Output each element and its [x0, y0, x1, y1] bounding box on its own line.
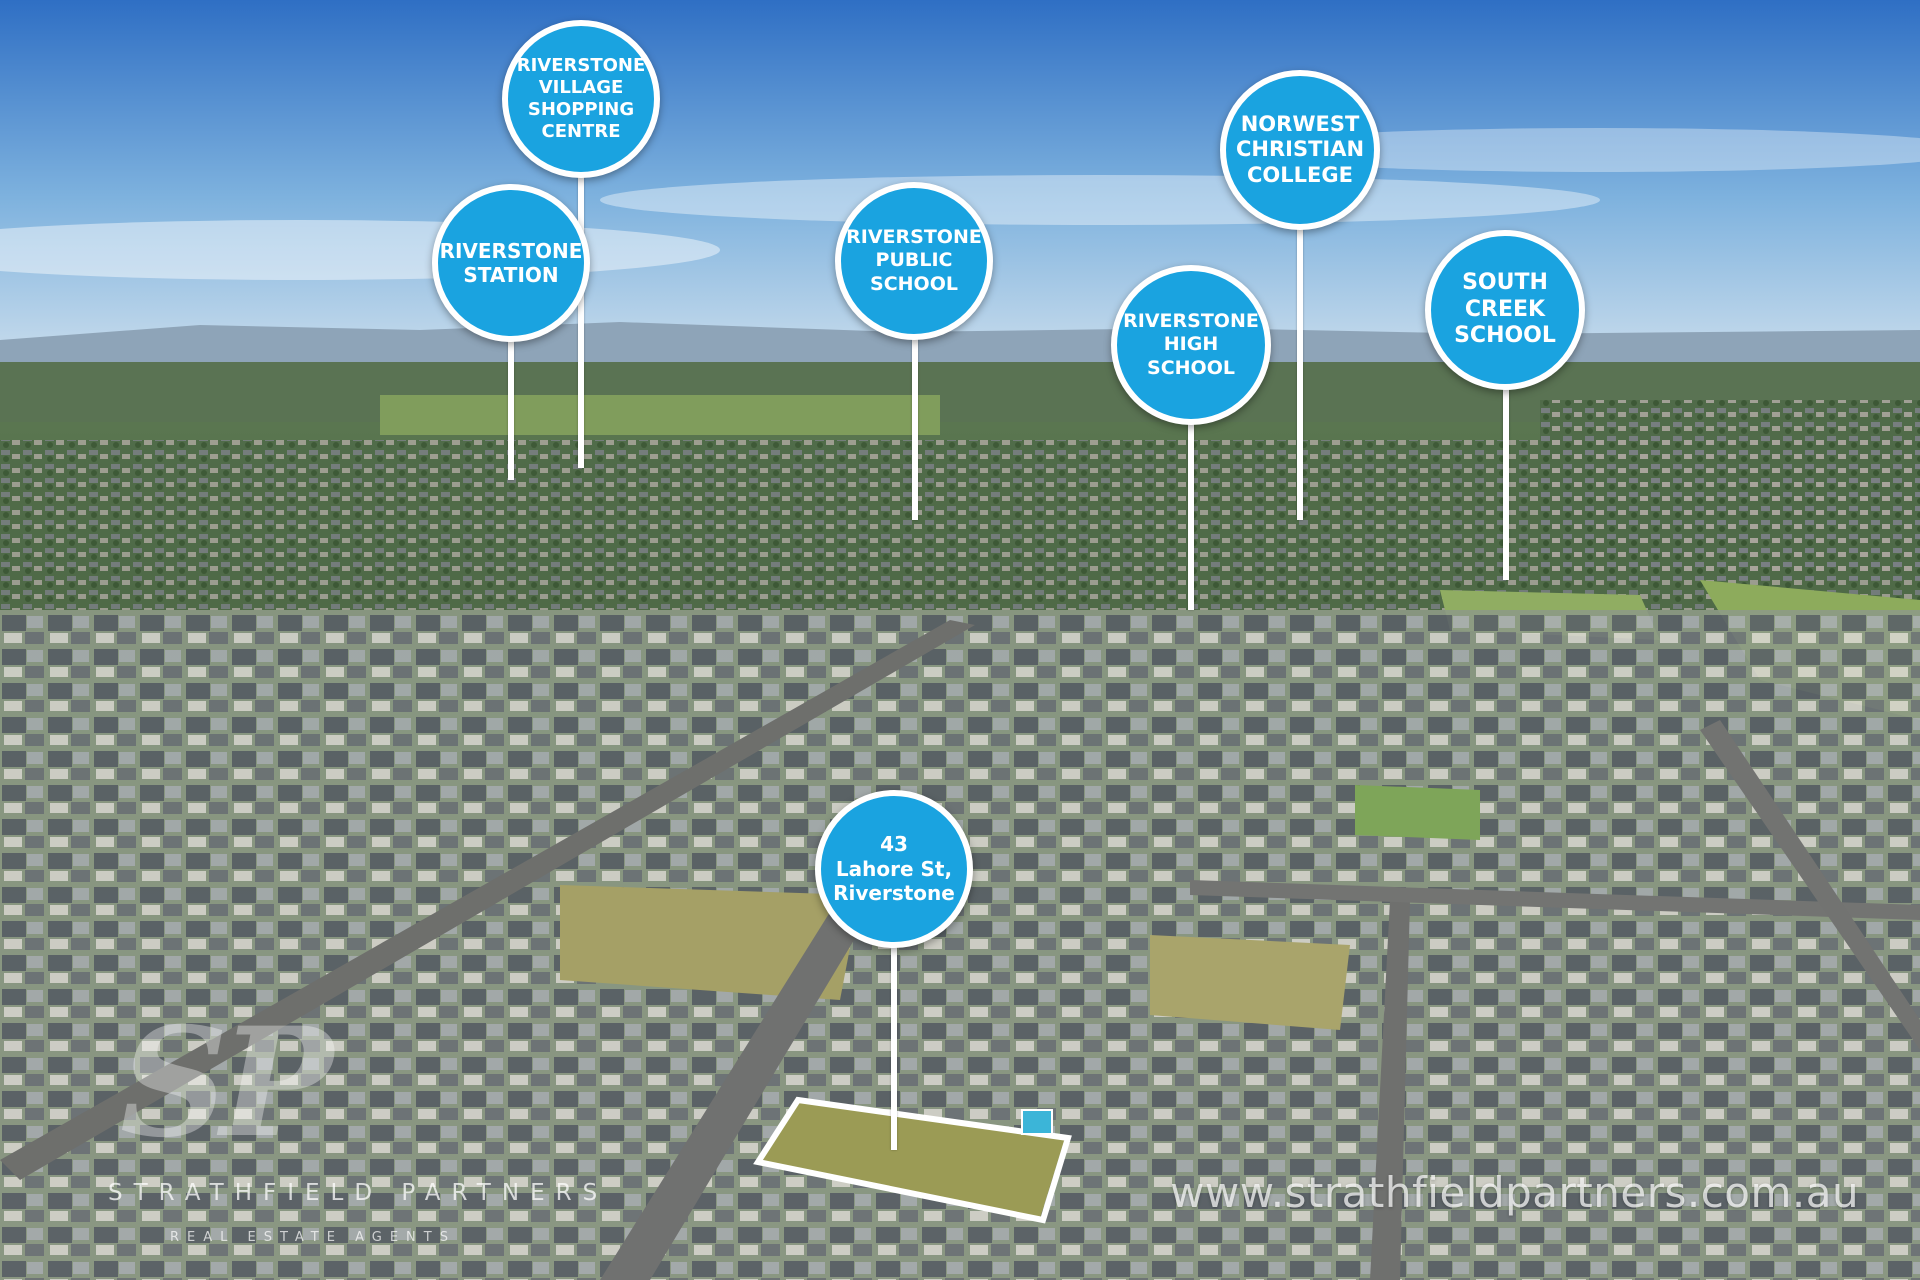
pin-label-line: CREEK — [1464, 296, 1546, 322]
pin-riverstone-high-school: RIVERSTONE HIGH SCHOOL — [1111, 265, 1271, 425]
pin-stem-riverstone-high-school — [1188, 410, 1194, 610]
pin-label-line: SHOPPING — [527, 99, 635, 120]
pin-label-line: SCHOOL — [870, 272, 958, 295]
pin-label-line: 43 — [880, 832, 908, 857]
pin-stem-property — [891, 940, 897, 1150]
pin-label-line: RIVERSTONE — [846, 226, 982, 249]
website-watermark: www.strathfieldpartners.com.au — [1170, 1168, 1860, 1217]
pin-norwest-christian-college: NORWEST CHRISTIAN COLLEGE — [1220, 70, 1380, 230]
pin-label-line: RIVERSTONE — [516, 55, 646, 77]
pin-south-creek-school: SOUTH CREEK SCHOOL — [1425, 230, 1585, 390]
agency-tagline: REAL ESTATE AGENTS — [170, 1230, 456, 1245]
pin-stem-norwest-christian-college — [1297, 220, 1303, 520]
pin-label-line: PUBLIC — [875, 249, 953, 272]
pin-label-line: CHRISTIAN — [1235, 137, 1365, 162]
agency-logo-mark: SP — [120, 995, 333, 1171]
pin-stem-riverstone-station — [508, 340, 514, 480]
agency-name: STRATHFIELD PARTNERS — [108, 1180, 609, 1206]
pin-riverstone-village-shopping-centre: RIVERSTONE VILLAGE SHOPPING CENTRE — [502, 20, 660, 178]
pin-label-line: RIVERSTONE — [1123, 310, 1259, 333]
pin-label-line: COLLEGE — [1247, 162, 1353, 187]
pin-riverstone-public-school: RIVERSTONE PUBLIC SCHOOL — [835, 182, 993, 340]
pin-label-line: RIVERSTONE — [439, 238, 583, 263]
pin-label-line: NORWEST — [1240, 111, 1360, 136]
pin-label-line: Riverstone — [833, 881, 955, 906]
pin-property-43-lahore-st: 43 Lahore St, Riverstone — [815, 790, 973, 948]
pin-stem-riverstone-village — [578, 170, 584, 468]
pin-stem-riverstone-public-school — [912, 310, 918, 520]
pin-stem-south-creek-school — [1503, 380, 1509, 580]
pin-label-line: VILLAGE — [538, 77, 624, 99]
pin-label-line: Lahore St, — [835, 856, 953, 881]
pin-label-line: HIGH — [1163, 333, 1219, 356]
pin-label-line: CENTRE — [541, 120, 621, 142]
pin-label-line: SCHOOL — [1147, 356, 1235, 379]
pin-label-line: STATION — [463, 263, 559, 287]
pin-label-line: SOUTH — [1462, 269, 1548, 295]
pin-riverstone-station: RIVERSTONE STATION — [432, 184, 590, 342]
property-boundary-outline — [753, 1096, 1072, 1224]
pin-label-line: SCHOOL — [1454, 323, 1556, 349]
